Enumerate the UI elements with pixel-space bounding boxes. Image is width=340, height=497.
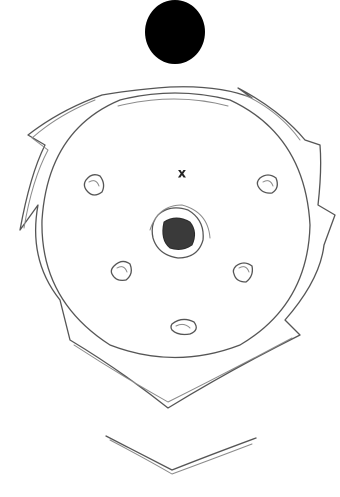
cell-middle-right [233,263,252,282]
central-blob [150,205,210,258]
cell-lower-center [171,319,196,334]
center-x-label: x [178,167,187,182]
bottom-v-stroke [106,436,256,474]
cell-upper-right [257,175,277,193]
center-x-marker: x [178,167,187,182]
cell-upper-left [84,175,103,195]
top-black-oval [145,0,205,64]
cell-middle-left [111,261,131,280]
